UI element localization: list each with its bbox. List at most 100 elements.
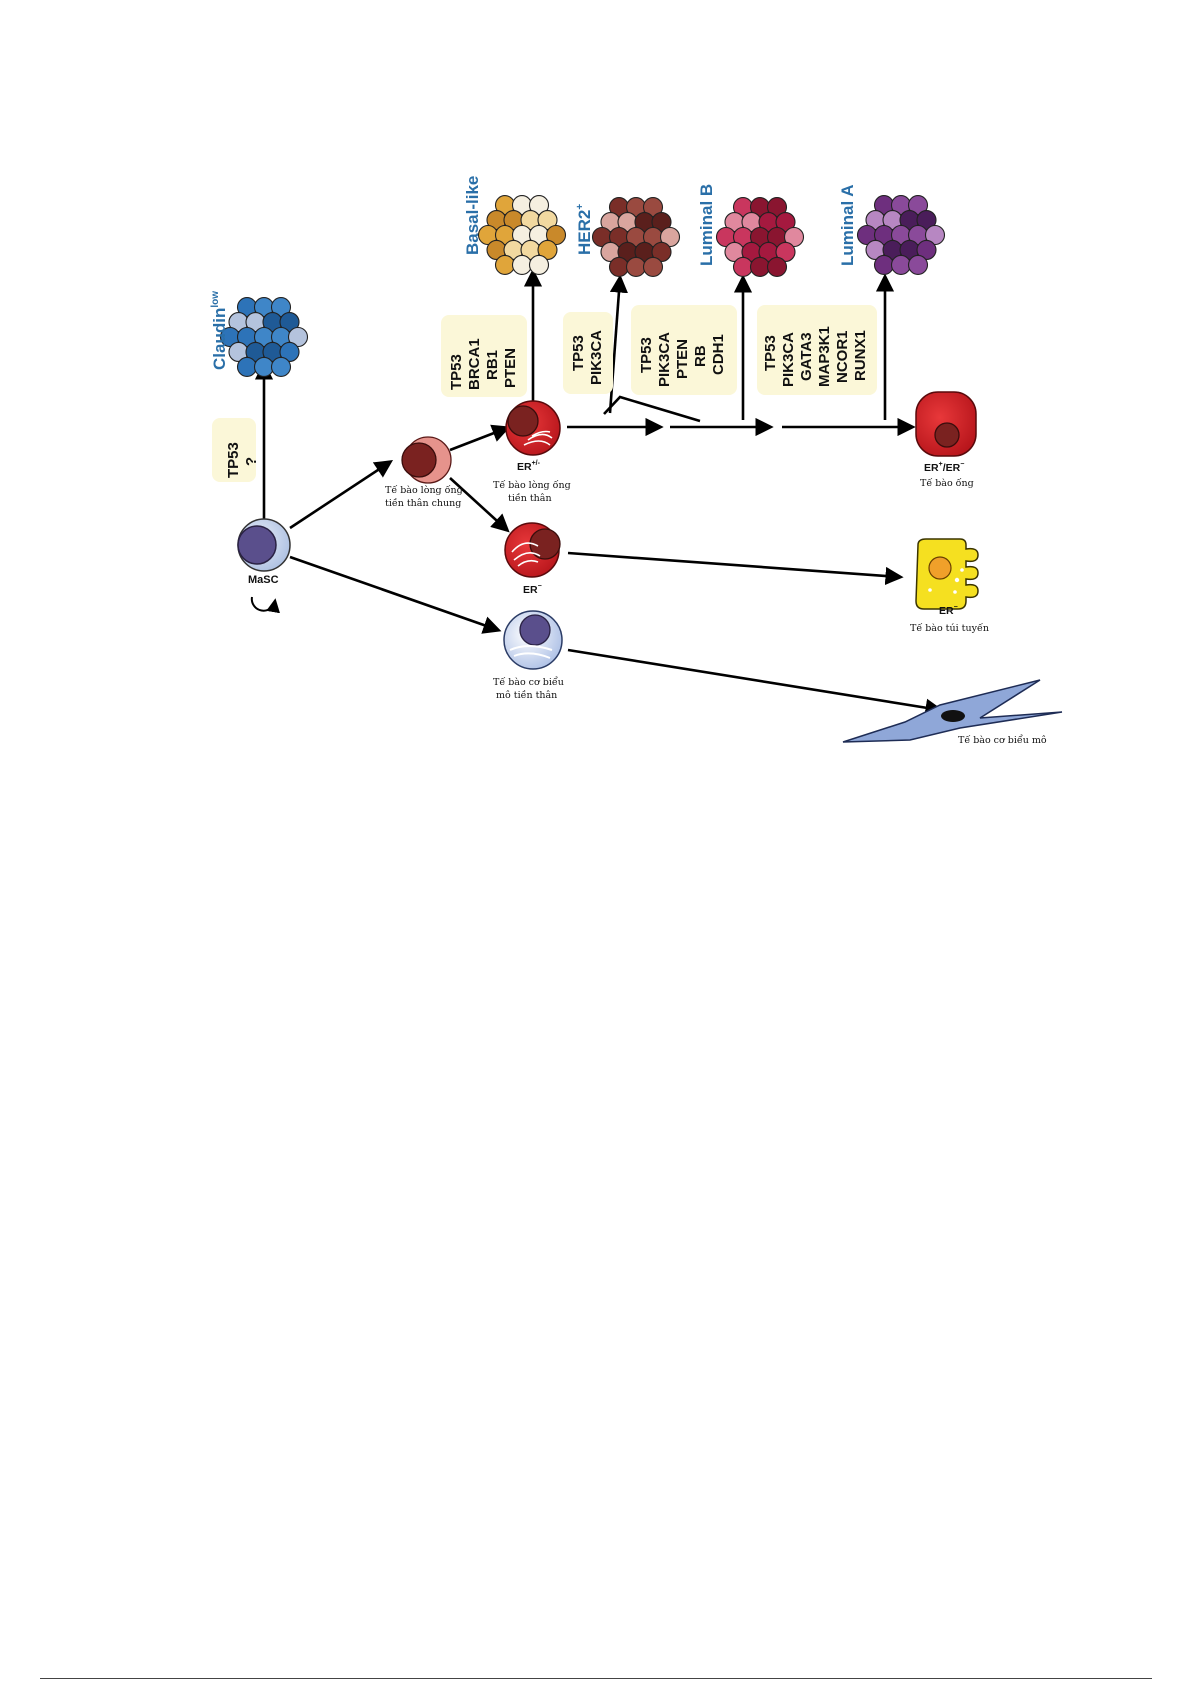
arrow-er-neg-to-alveolar (567, 551, 904, 586)
cluster-cell (916, 239, 937, 261)
common-progenitor-label-2: tiền thân chung (385, 498, 461, 509)
ductal-cell: ER+/ER− Tế bào ống (915, 391, 977, 489)
cluster-cell (236, 356, 258, 377)
svg-text:GATA3: GATA3 (798, 332, 815, 381)
cluster-cell (924, 224, 946, 246)
alveolar-cell: ER− Tế bào túi tuyến (910, 538, 989, 634)
svg-text:RUNX1: RUNX1 (852, 330, 869, 381)
ductal-er-label: ER+/ER− (924, 461, 964, 474)
cluster-cell (775, 211, 796, 233)
svg-text:TP53: TP53 (570, 335, 587, 371)
note-claudin-line-2: ? (243, 457, 260, 466)
cluster-cell (270, 297, 292, 318)
cluster-cell (659, 226, 681, 248)
cluster-cell (651, 211, 672, 233)
subtype-labels: Claudinlow Basal-like HER2+ Luminal B Lu… (210, 176, 857, 370)
subtype-label-basal: Basal-like (463, 176, 482, 255)
luminal-progenitor-cell: ER+/- Tế bào lòng ống tiền thân (493, 400, 571, 504)
cluster-cell (625, 256, 647, 277)
arrow-masc-to-myo-progenitor (289, 555, 502, 634)
cluster-cell (732, 256, 754, 277)
cluster-cell (890, 254, 912, 275)
note-claudin-line-1: TP53 (225, 442, 242, 478)
svg-text:TP53: TP53 (762, 335, 779, 371)
subtype-label-her2: HER2+ (575, 204, 594, 255)
arrow-common-to-luminal-progenitor (449, 424, 511, 452)
luminal-progenitor-label-2: tiền thân (508, 493, 552, 504)
cluster-cell (766, 256, 788, 277)
svg-text:CDH1: CDH1 (710, 334, 727, 375)
cluster-cell (907, 254, 929, 275)
luminal-progenitor-er-label: ER+/- (517, 460, 541, 473)
cluster-cell (537, 239, 558, 261)
cluster-cell (279, 311, 300, 333)
svg-text:RB: RB (692, 345, 709, 367)
myo-progenitor-label-2: mô tiền thân (496, 690, 557, 701)
svg-text:PIK3CA: PIK3CA (780, 332, 797, 387)
cluster-cell (494, 254, 516, 275)
svg-text:TP53: TP53 (638, 337, 655, 373)
er-negative-progenitor-label: ER− (523, 583, 542, 596)
arrow-masc-to-common-progenitor (289, 459, 394, 530)
cluster-cell (279, 341, 300, 363)
cluster-cell (528, 254, 550, 275)
self-renewal-arrow-icon (250, 596, 280, 614)
tumor-cluster-claudin (219, 297, 309, 377)
cluster-cell (287, 326, 309, 348)
svg-text:BRCA1: BRCA1 (466, 338, 483, 390)
er-negative-progenitor-cell: ER− (504, 522, 561, 596)
luminal-progenitor-label-1: Tế bào lòng ống (493, 480, 571, 491)
svg-text:RB1: RB1 (484, 350, 501, 380)
cluster-cell (545, 224, 567, 246)
cluster-cell (873, 254, 895, 275)
alveolar-er-label: ER− (939, 604, 958, 617)
lineage-arrows (254, 268, 944, 717)
subtype-label-luma: Luminal A (838, 184, 857, 266)
myo-progenitor-cell: Tế bào cơ biểu mô tiền thân (493, 610, 564, 701)
masc-cell: MaSC (237, 518, 291, 586)
cluster-cell (528, 195, 550, 216)
myo-progenitor-label-1: Tế bào cơ biểu (493, 676, 564, 688)
alveolar-label: Tế bào túi tuyến (910, 623, 989, 634)
cluster-cell (608, 256, 630, 277)
cluster-cell (511, 254, 533, 275)
svg-text:PIK3CA: PIK3CA (656, 332, 673, 387)
svg-text:PIK3CA: PIK3CA (588, 330, 605, 385)
tumor-cluster-lumb (715, 197, 805, 277)
myoepithelial-label: Tế bào cơ biểu mô (958, 734, 1047, 746)
mutation-note-basal: TP53 BRCA1 RB1 PTEN (441, 315, 527, 397)
cluster-cell (749, 256, 771, 277)
svg-text:TP53: TP53 (448, 354, 465, 390)
tumor-clusters (219, 195, 946, 377)
common-progenitor-cell: Tế bào lòng ống tiền thân chung (385, 436, 463, 509)
tumor-cluster-basal (477, 195, 567, 275)
mutation-note-her2: TP53 PIK3CA (563, 312, 613, 394)
cluster-cell (783, 226, 805, 248)
cluster-cell (642, 256, 664, 277)
cluster-cell (775, 241, 796, 263)
ductal-label: Tế bào ống (920, 478, 974, 489)
subtype-label-claudin: Claudinlow (210, 291, 229, 370)
cluster-cell (642, 197, 664, 218)
page-bottom-rule (40, 1678, 1152, 1679)
tumor-cluster-her2 (591, 197, 681, 277)
cluster-cell (651, 241, 672, 263)
tumor-cluster-luma (856, 195, 946, 275)
svg-text:NCOR1: NCOR1 (834, 330, 851, 383)
myoepithelial-cell: Tế bào cơ biểu mô (842, 679, 1063, 746)
cluster-cell (766, 197, 788, 218)
cluster-cell (253, 356, 275, 377)
arrow-myo-progenitor-to-myoepithelial (567, 648, 944, 717)
common-progenitor-label-1: Tế bào lòng ống (385, 485, 463, 496)
cluster-cell (537, 209, 558, 231)
arrow-branch-to-her2 (608, 274, 628, 414)
mutation-note-luma: TP53 PIK3CA GATA3 MAP3K1 NCOR1 RUNX1 (757, 305, 877, 395)
arrow-common-to-er-neg-progenitor (449, 477, 510, 533)
masc-label: MaSC (248, 574, 279, 586)
svg-text:MAP3K1: MAP3K1 (816, 326, 833, 387)
subtype-label-lumb: Luminal B (697, 184, 716, 266)
mutation-note-claudin: TP53 ? (212, 418, 260, 482)
cluster-cell (907, 195, 929, 216)
arrow-branch-fork (603, 395, 701, 423)
